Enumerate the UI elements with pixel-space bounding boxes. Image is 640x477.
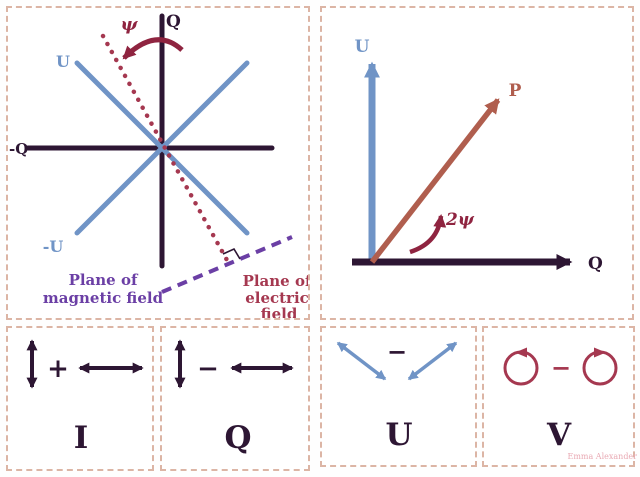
stokes-q-letter: Q: [224, 420, 251, 456]
magnetic-field-plane-line: [161, 235, 293, 294]
stokes-u-letter: U: [385, 417, 412, 453]
neg-q-axis-label: -Q: [9, 140, 28, 158]
electric-plane-caption-line3: field: [261, 305, 298, 318]
q-axis-label: Q: [166, 12, 181, 32]
qu-plane-panel: Q -Q U -U ψ Plane of magnetic field Plan…: [6, 6, 310, 320]
watermark: Emma Alexander: [567, 452, 637, 461]
stokes-q-diagram: − Q: [174, 339, 294, 456]
psi-angle-label: ψ: [121, 14, 139, 35]
psi-arc-arrow: [122, 37, 184, 60]
circular-polarization-right-circle: [582, 350, 618, 386]
right-angle-marker: [222, 247, 241, 260]
stokes-v-diagram: − V: [503, 347, 618, 453]
stokes-v-panel: − V: [482, 326, 635, 467]
p-vector-label: P: [509, 81, 522, 101]
circular-polarization-left-circle: [503, 350, 539, 386]
qu-vector-panel: U Q P 2ψ: [320, 6, 634, 320]
i-operator: +: [47, 354, 69, 384]
v-operator: −: [551, 353, 571, 382]
p-vector-arrow: [369, 98, 501, 264]
stokes-u-panel: − U: [320, 326, 477, 467]
stokes-u-diagram: − U: [336, 337, 458, 453]
diagonal-polarization-arrow-right: [407, 341, 458, 381]
q-operator: −: [197, 354, 219, 384]
two-psi-arc-arrow: [409, 214, 447, 255]
two-psi-angle-label: 2ψ: [445, 210, 475, 230]
u-operator: −: [387, 337, 407, 366]
qu-plane-diagram: Q -Q U -U ψ Plane of magnetic field Plan…: [9, 12, 308, 318]
u-axis-label: U: [355, 37, 370, 57]
electric-plane-caption-line2: electric: [245, 289, 308, 307]
stokes-q-panel: − Q: [160, 326, 310, 471]
electric-field-plane-line: [100, 33, 231, 265]
diagonal-polarization-arrow-left: [336, 341, 387, 381]
stokes-i-diagram: + I: [26, 339, 144, 456]
electric-plane-caption-line1: Plane of: [243, 272, 308, 290]
u-axis-diagonal-2: [74, 60, 250, 236]
q-axis-label: Q: [588, 254, 603, 274]
magnetic-plane-caption-line1: Plane of: [69, 271, 139, 289]
stokes-v-letter: V: [546, 417, 572, 453]
neg-u-axis-label: -U: [43, 237, 64, 256]
circular-polarization-left-arrowhead: [515, 347, 527, 358]
qu-vector-diagram: U Q P 2ψ: [352, 37, 603, 274]
stokes-i-panel: + I: [6, 326, 154, 471]
u-axis-label: U: [56, 52, 70, 71]
magnetic-plane-caption-line2: magnetic field: [43, 289, 164, 307]
stokes-i-letter: I: [74, 420, 89, 456]
circular-polarization-right-arrowhead: [594, 347, 606, 358]
